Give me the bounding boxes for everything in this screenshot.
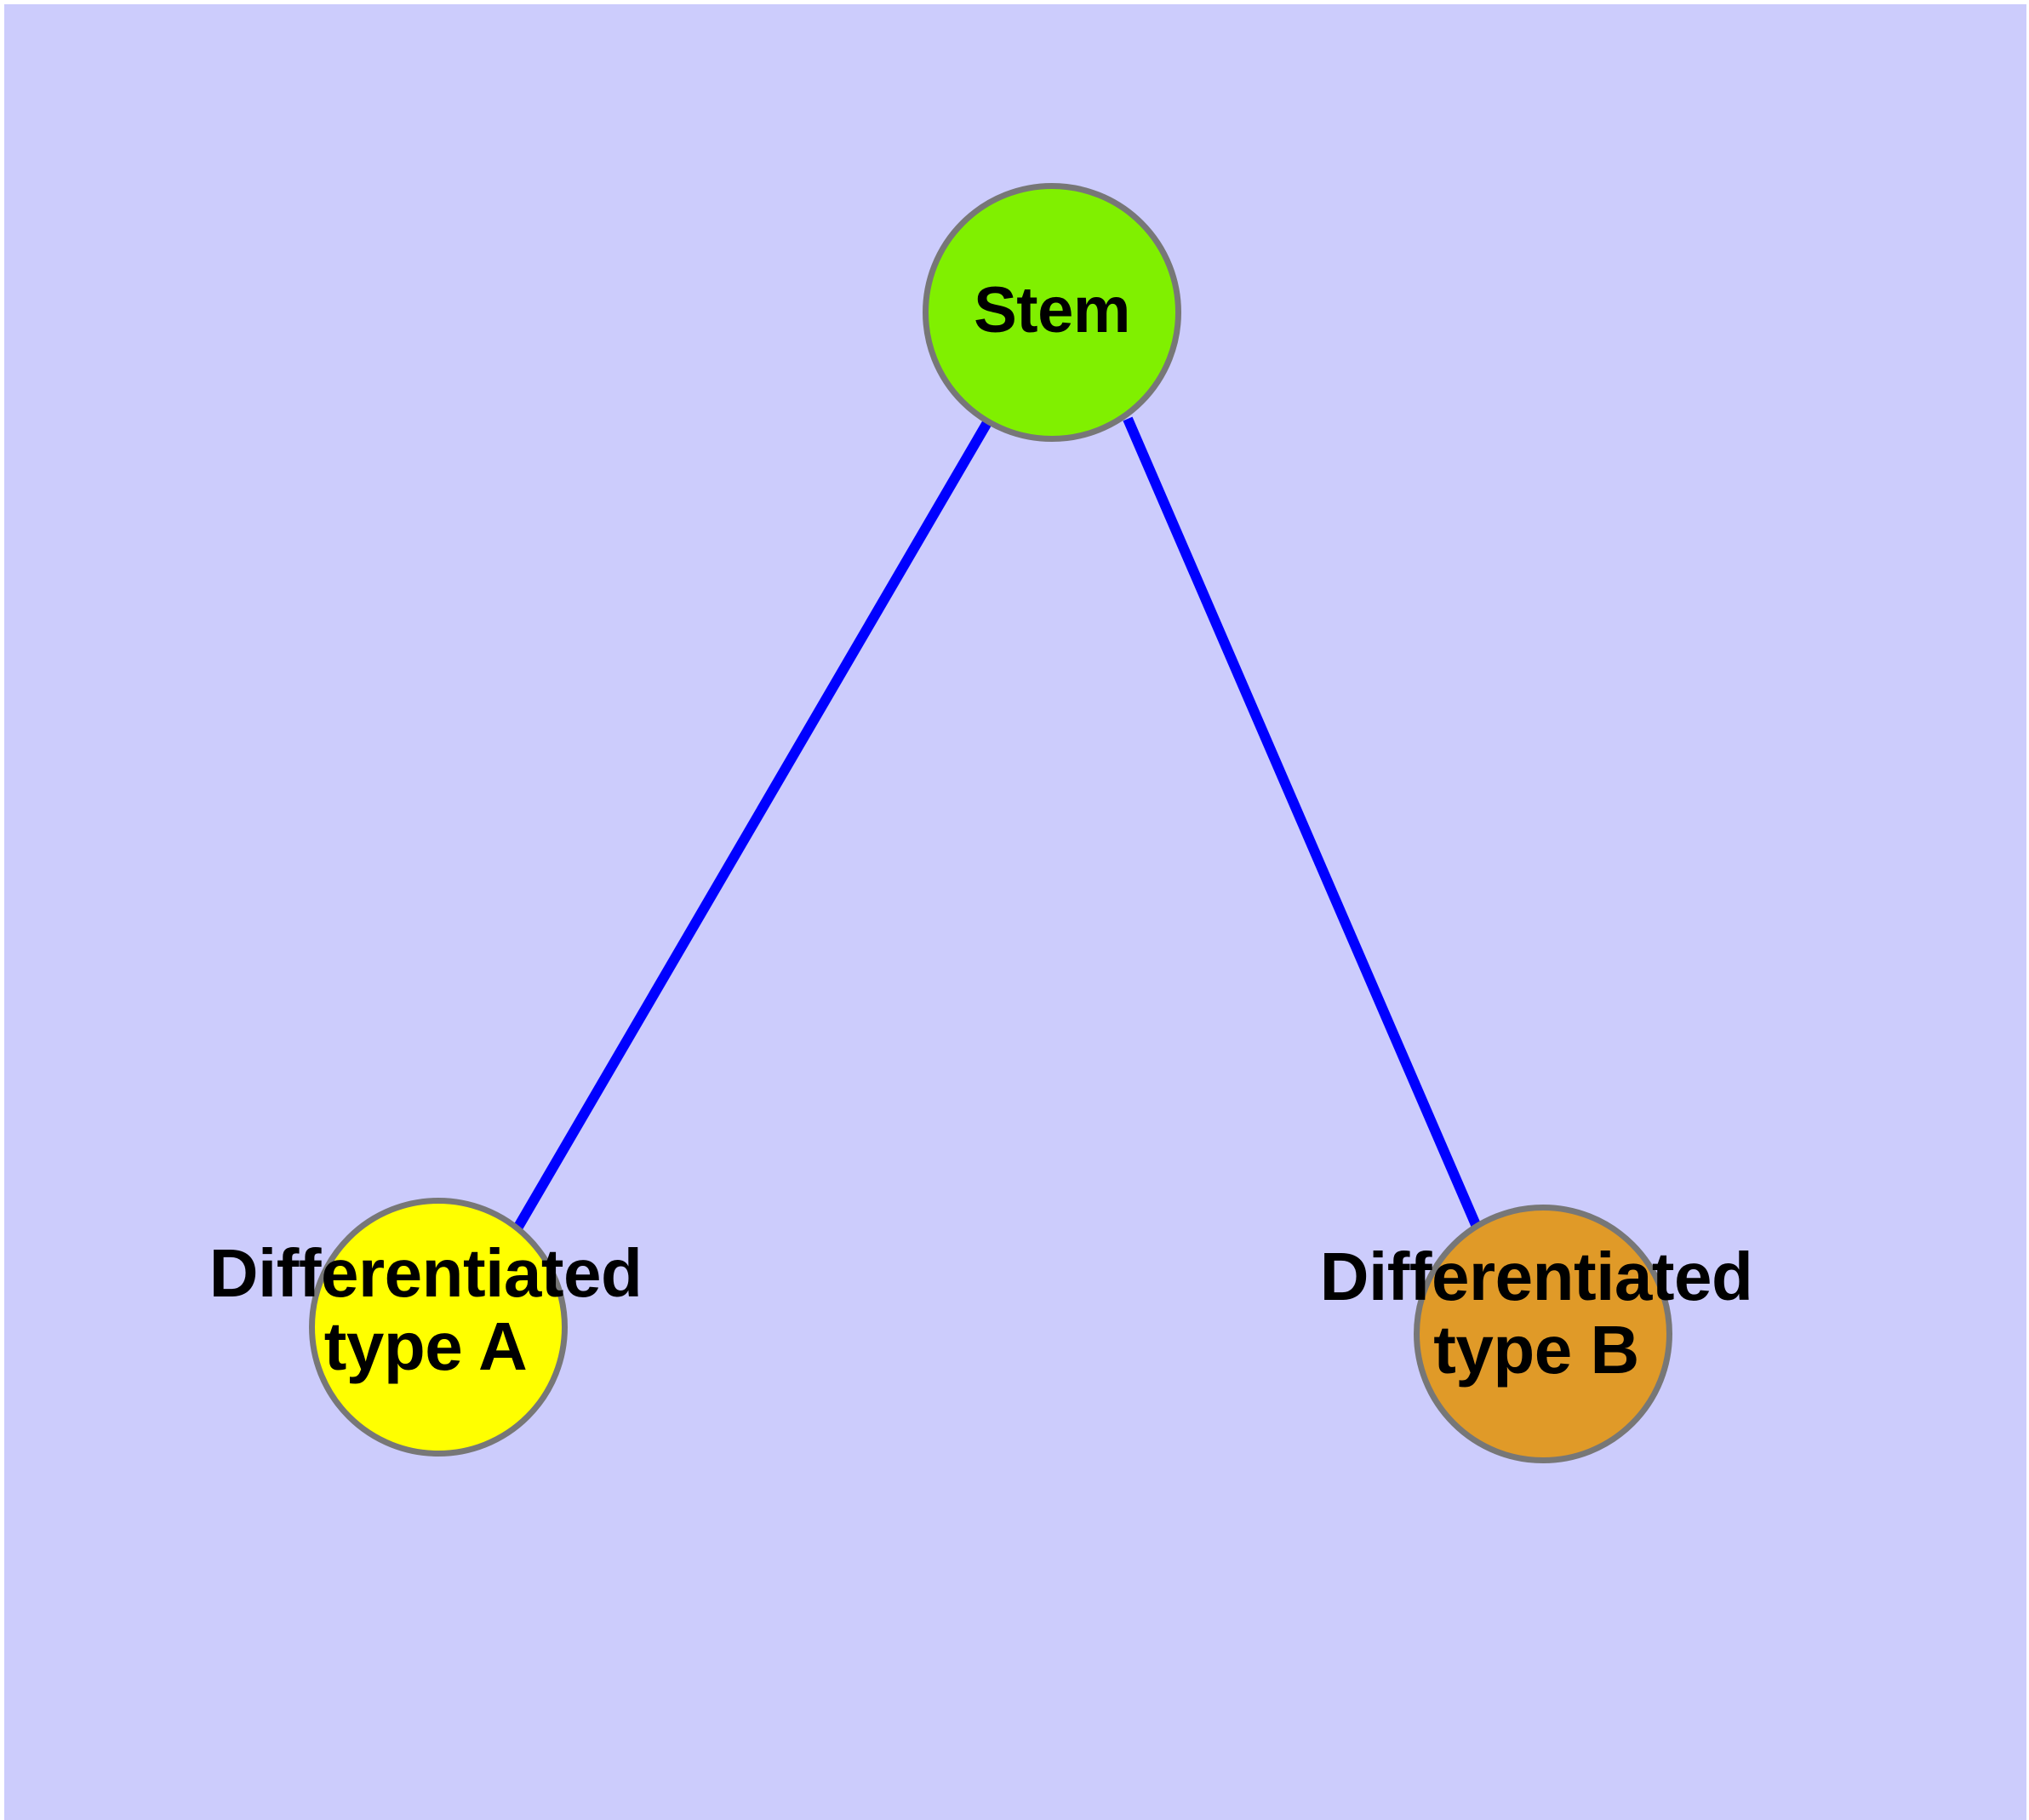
- node-stem[interactable]: [923, 183, 1181, 442]
- node-differentiated-type-b[interactable]: [1414, 1205, 1672, 1463]
- graph-plot-area: Stem Differentiated type A Differentiate…: [4, 4, 2026, 1820]
- edge-stem-to-differentiated-type-a[interactable]: [510, 416, 994, 1236]
- edge-layer: [510, 416, 1487, 1241]
- edge-stem-to-differentiated-type-b[interactable]: [1123, 416, 1487, 1241]
- node-differentiated-type-a[interactable]: [309, 1198, 568, 1457]
